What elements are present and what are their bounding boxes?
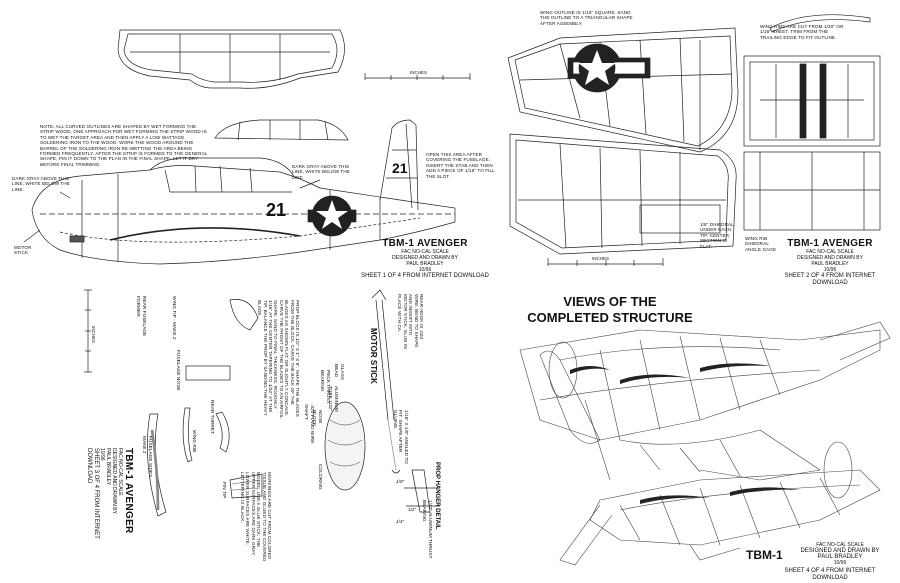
title-block-4: FAC NO-CAL SCALE DESIGNED AND DRAWN BY P… bbox=[780, 542, 900, 566]
title-3: TBM-1 AVENGER bbox=[123, 448, 134, 534]
note-rear-hook: REAR HOOK IS .020 WIRE. BEND TO SHAPE AN… bbox=[397, 294, 424, 349]
sheet-label-4: SHEET 4 OF 4 FROM INTERNET DOWNLOAD bbox=[784, 568, 876, 581]
author-1: PAUL BRADLEY bbox=[406, 261, 444, 267]
designed-3: DESIGNED AND DRAWN BY bbox=[111, 448, 117, 514]
title-block-1: TBM-1 AVENGER FAC NO-CAL SCALE DESIGNED … bbox=[360, 238, 490, 280]
canopy-side-view bbox=[214, 119, 349, 141]
fin-rudder bbox=[379, 119, 419, 211]
inches-label-3: INCHES bbox=[91, 326, 96, 344]
center-section bbox=[743, 55, 881, 147]
dim-3: 1/4" bbox=[396, 520, 405, 525]
sheet-label-2: SHEET 2 OF 4 FROM INTERNET DOWNLOAD bbox=[784, 273, 876, 286]
note-tube-angle: 1/16" X 1/8" ANGLED TO FIT. SHAPE AFTER … bbox=[391, 410, 408, 464]
views-heading: VIEWS OF THE COMPLETED STRUCTURE bbox=[520, 294, 700, 326]
label-motor-stick-3: MOTOR STICK bbox=[369, 328, 378, 384]
fuselage-nose-part bbox=[185, 365, 231, 381]
completed-structure-views bbox=[519, 321, 891, 566]
label-motor-stick-1: MOTOR STICK bbox=[14, 245, 32, 256]
label-fin-tip: FIN TIP bbox=[221, 482, 226, 499]
wing-rib-part bbox=[182, 407, 193, 463]
star-roundel-2 bbox=[567, 43, 651, 93]
title-1: TBM-1 AVENGER bbox=[382, 238, 468, 249]
rear-turret-part bbox=[215, 411, 230, 453]
note-open-area: OPEN THIS AREA AFTER COVERING THE FUSELA… bbox=[426, 152, 495, 179]
note-prop-carving: PROP BLOCK IS 1/2" X 1" X 6". SHAPE THE … bbox=[257, 300, 300, 419]
note-dihedral: 1/8" DIHEDRAL UNDER EACH TIP. CENTER SEC… bbox=[700, 222, 734, 249]
label-wing-tip: WING TIP - MAKE 2 bbox=[171, 296, 176, 340]
wing-rib-outline bbox=[769, 14, 871, 33]
label-fuselage-sides: FUSELAGE SIDES - MAKE 2 bbox=[141, 436, 152, 481]
note-dark-gray-left: DARK GRAY ABOVE THIS LINE, WHITE BELOW T… bbox=[12, 176, 70, 192]
author-4: PAUL BRADLEY bbox=[817, 554, 863, 560]
designed-1: DESIGNED AND DRAWN BY bbox=[392, 255, 458, 261]
scale-2: FAC NO-CAL SCALE bbox=[806, 249, 854, 255]
label-fuselage-nose: FUSELAGE NOSE bbox=[175, 350, 180, 391]
prop-hanger-detail bbox=[404, 469, 440, 513]
inch-scale-3 bbox=[84, 289, 92, 373]
center-section-bottom bbox=[743, 151, 881, 231]
label-thrust-bearing: PECK THRUST BEARING bbox=[319, 370, 330, 404]
fin-tip-part bbox=[229, 473, 263, 499]
date-4: 10/96 bbox=[833, 560, 847, 566]
designed-2: DESIGNED AND DRAWN BY bbox=[797, 255, 863, 261]
title-2: TBM-1 AVENGER bbox=[787, 238, 873, 249]
propeller-block bbox=[324, 401, 366, 491]
date-1: 10/96 bbox=[418, 267, 432, 273]
date-2: 10/96 bbox=[823, 267, 837, 273]
fin-number: 21 bbox=[392, 160, 408, 176]
scale-1: FAC NO-CAL SCALE bbox=[401, 249, 449, 255]
label-wing-rib: WING RIB bbox=[191, 430, 196, 453]
wing-bottom bbox=[509, 133, 737, 255]
dim-1: 1/8" bbox=[396, 480, 405, 485]
dim-2: 1/2" bbox=[408, 508, 417, 513]
title-block-3: TBM-1 AVENGER FAC NO-CAL SCALE DESIGNED … bbox=[85, 448, 134, 568]
views-heading-line1: VIEWS OF THE bbox=[563, 294, 657, 309]
motor-stick-part bbox=[371, 289, 401, 474]
label-rear-fuselage-former: REAR FUSELAGE FORMER bbox=[135, 296, 146, 337]
note-wing-outline: WING OUTLINE IS 1/16" SQUARE. SAND THE O… bbox=[540, 10, 633, 26]
fuselage-side-part bbox=[147, 413, 167, 517]
note-hanger: 1/32" ALUMINUM THRUST BEARING bbox=[421, 500, 432, 559]
inches-label-2: INCHES bbox=[592, 256, 610, 261]
inches-label-1: INCHES bbox=[410, 70, 428, 75]
label-prop-hanger: PROP HANGER DETAIL bbox=[434, 462, 440, 530]
wing-tip-part bbox=[229, 299, 259, 331]
wing-top bbox=[507, 27, 739, 153]
star-roundel-1 bbox=[307, 195, 357, 237]
designed-4: DESIGNED AND DRAWN BY bbox=[800, 548, 880, 554]
scale-4: FAC NO-CAL SCALE bbox=[816, 542, 864, 548]
title-4: TBM-1 bbox=[746, 548, 783, 562]
note-dark-gray-mid: DARK GRAY ABOVE THIS LINE, WHITE BELOW T… bbox=[292, 164, 350, 180]
title-block-2: TBM-1 AVENGER FAC NO-CAL SCALE DESIGNED … bbox=[770, 238, 890, 287]
note-dihedral-gage: WING RIB DIHEDRAL ANGLE GAGE bbox=[745, 236, 777, 252]
fuselage-number: 21 bbox=[266, 200, 287, 220]
inch-scale-2 bbox=[547, 258, 664, 266]
label-prop-shaft: .020 PIANO WIRE SHAFT bbox=[303, 404, 314, 444]
sheet-label-1: SHEET 1 OF 4 FROM INTERNET DOWNLOAD bbox=[361, 273, 489, 279]
inch-scale-1 bbox=[364, 73, 471, 80]
note-coloring: MARKINGS ARE CUT FROM COLORED TISSUE AND… bbox=[239, 472, 272, 562]
horizontal-stabilizer bbox=[117, 29, 345, 89]
note-wet-forming: NOTE: ALL CURVED OUTLINES ARE SHAPED BY … bbox=[40, 124, 208, 167]
label-rear-turret: REAR TURRET bbox=[209, 400, 214, 435]
views-heading-line2: COMPLETED STRUCTURE bbox=[527, 310, 693, 325]
label-coloring: COLORING bbox=[317, 464, 322, 490]
sheet-label-3: SHEET 3 OF 4 FROM INTERNET DOWNLOAD bbox=[86, 448, 99, 539]
author-2: PAUL BRADLEY bbox=[811, 261, 849, 267]
note-wing-ribs: WING RIBS ARE CUT FROM 1/20" OR 1/16" SH… bbox=[760, 24, 844, 40]
